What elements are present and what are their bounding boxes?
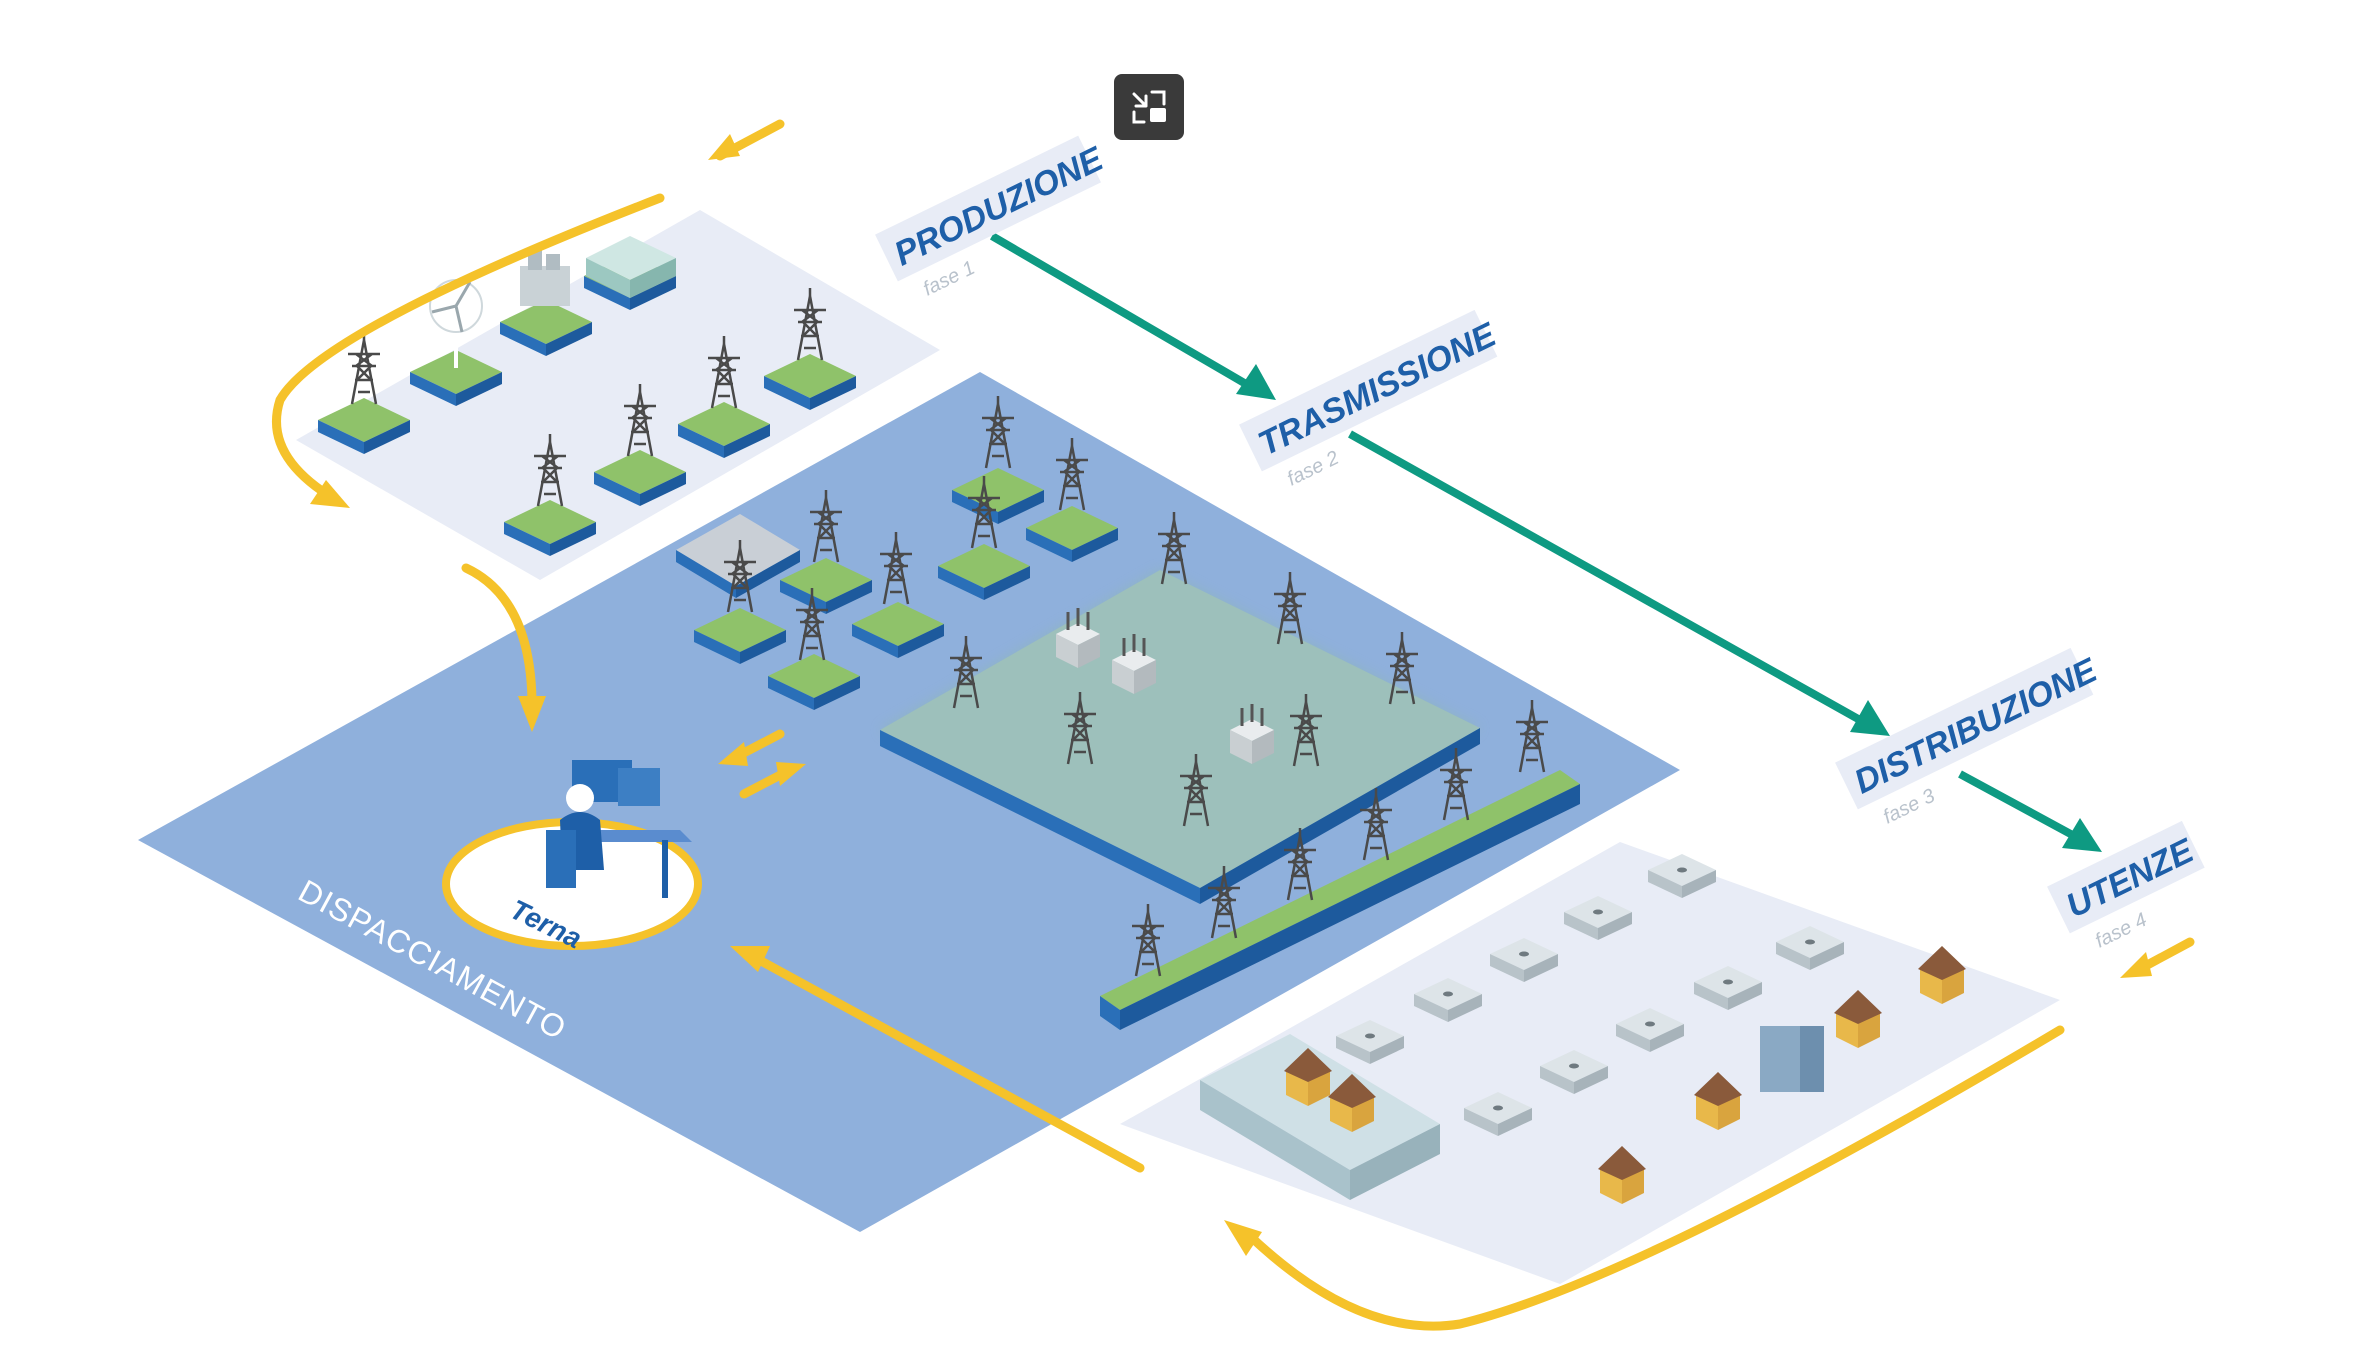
hydro-plant-icon: [586, 236, 676, 298]
phase-produzione: PRODUZIONE fase 1: [875, 135, 1110, 301]
phase-trasmissione-label: TRASMISSIONE: [1252, 315, 1502, 463]
transmission-strip: [1100, 770, 1580, 1030]
exit-fullscreen-icon: [1132, 90, 1166, 124]
phase-flow-arrows: [989, 232, 2102, 852]
phase-trasmissione: TRASMISSIONE fase 2: [1239, 309, 1503, 491]
dispatch-center: Terna: [442, 760, 702, 954]
power-plant-icon: [520, 248, 570, 306]
dispatch-arrows: [272, 119, 2195, 1331]
phase-produzione-label: PRODUZIONE: [888, 139, 1110, 273]
substation-platform: [880, 570, 1480, 904]
production-panel: [296, 210, 940, 580]
dispatch-panel: [138, 372, 1680, 1232]
exit-fullscreen-button[interactable]: [1114, 74, 1184, 140]
transmission-tiles: [676, 468, 1118, 710]
distribution-buildings: [1200, 946, 1966, 1204]
phase-distribuzione: DISTRIBUZIONE fase 3: [1835, 647, 2104, 829]
